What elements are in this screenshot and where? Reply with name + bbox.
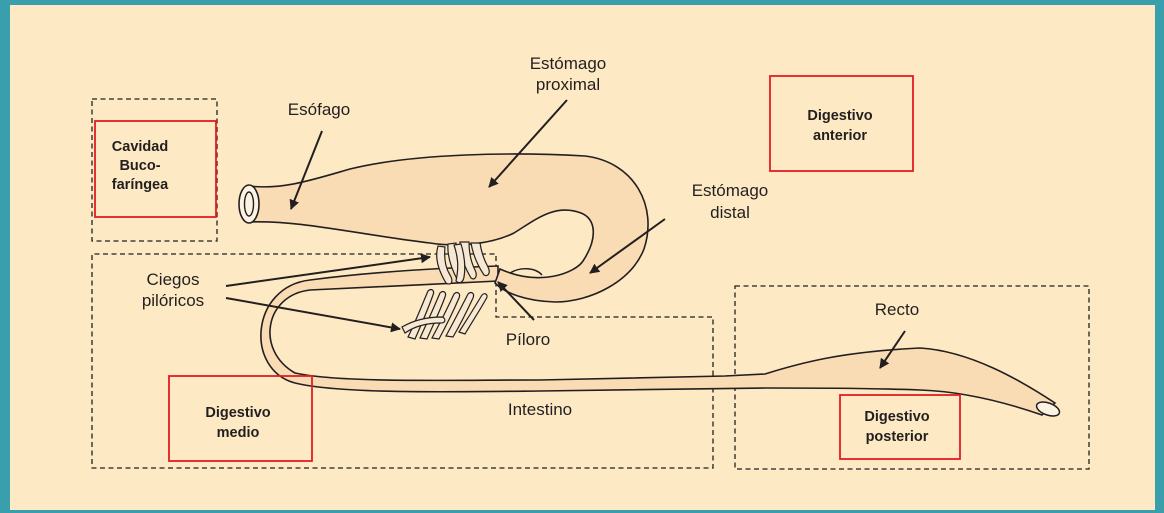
region-medio-2: medio — [217, 425, 260, 441]
label-estomago-proximal-2: proximal — [536, 75, 600, 94]
region-anterior-2: anterior — [813, 128, 867, 144]
label-estomago-distal-1: Estómago — [692, 181, 769, 200]
label-recto: Recto — [875, 300, 919, 319]
label-ciegos-1: Ciegos — [147, 270, 200, 289]
anus-opening — [1035, 399, 1062, 418]
region-posterior-2: posterior — [866, 429, 929, 445]
esophagus-opening — [239, 185, 259, 223]
label-ciegos-2: pilóricos — [142, 291, 204, 310]
label-estomago-proximal-1: Estómago — [530, 54, 607, 73]
region-cavidad-2: Buco- — [119, 158, 160, 174]
region-posterior-1: Digestivo — [864, 409, 929, 425]
region-anterior-1: Digestivo — [807, 108, 872, 124]
region-cavidad-3: faríngea — [112, 177, 169, 193]
digestive-tract-diagram: Esófago Estómago proximal Estómago dista… — [10, 5, 1164, 513]
label-piloro: Píloro — [506, 330, 550, 349]
posterior-highlight-box — [840, 395, 960, 459]
label-esofago: Esófago — [288, 100, 350, 119]
pyloric-caeca-lower — [402, 290, 487, 339]
label-estomago-distal-2: distal — [710, 203, 750, 222]
ciegos-arrow-lower — [226, 298, 400, 329]
intestine — [261, 266, 1055, 415]
region-medio-1: Digestivo — [205, 405, 270, 421]
label-intestino: Intestino — [508, 400, 572, 419]
region-cavidad-1: Cavidad — [112, 139, 168, 155]
